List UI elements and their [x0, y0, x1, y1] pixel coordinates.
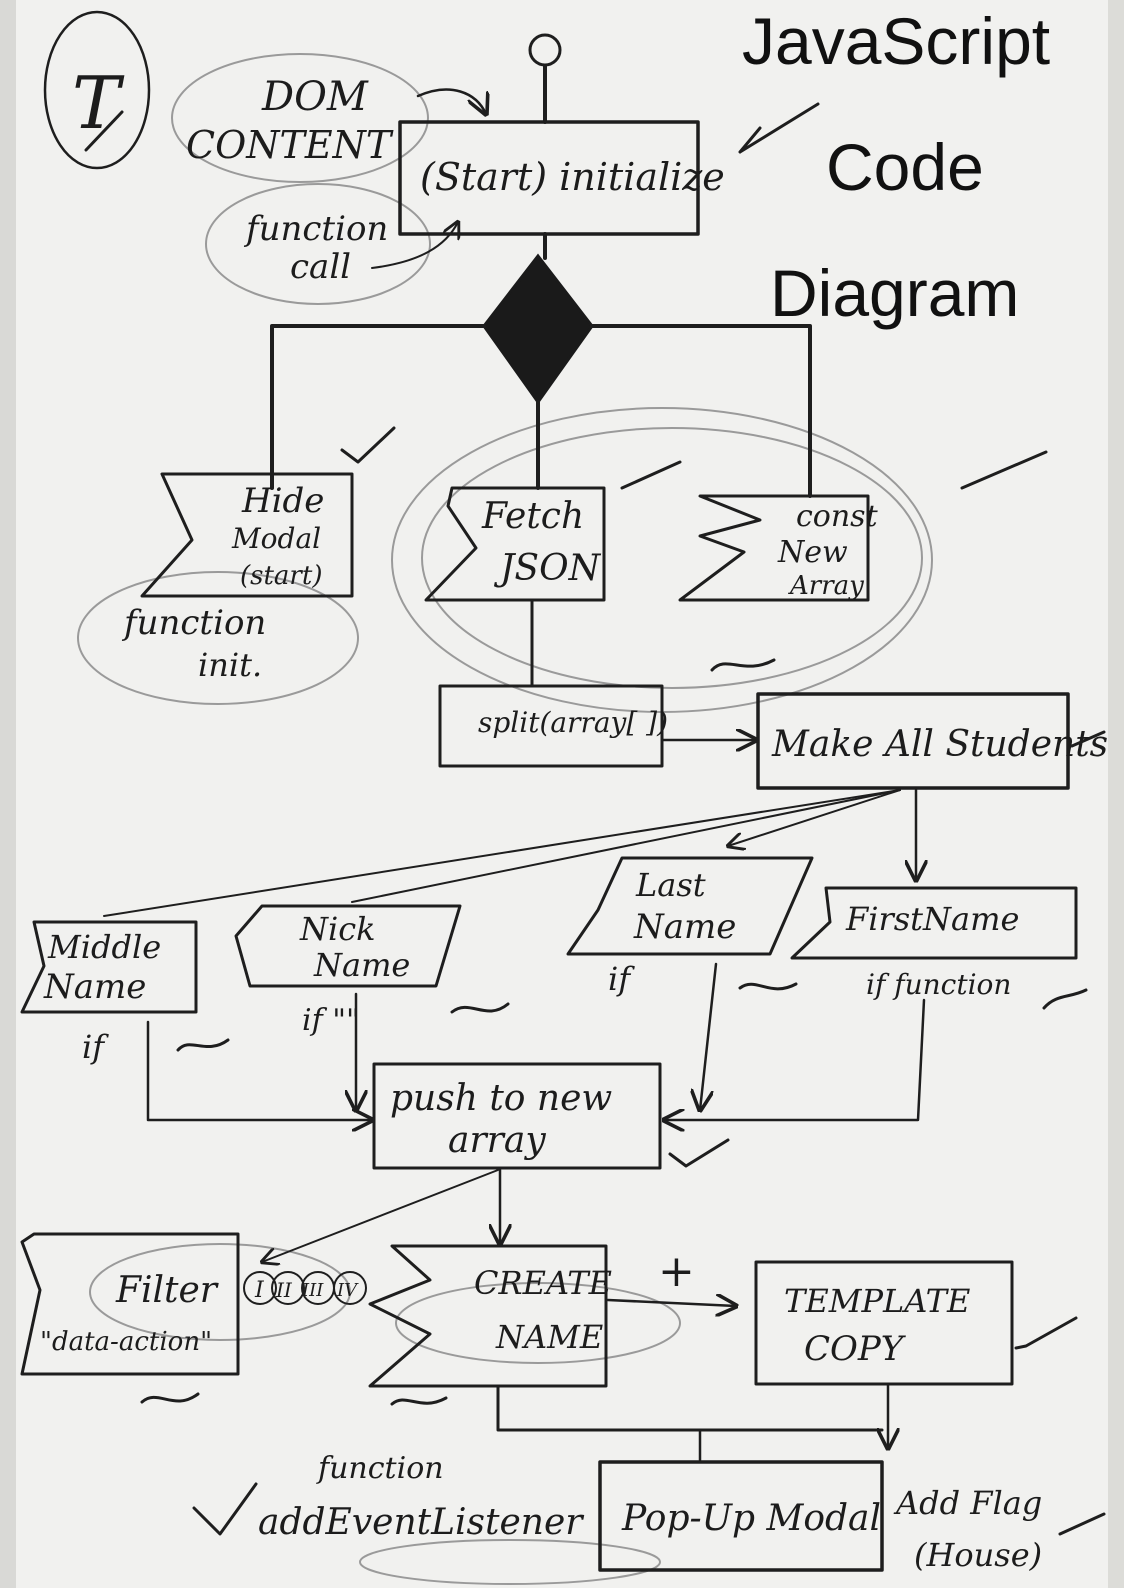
popup-modal-node: Pop-Up Modal	[598, 1460, 884, 1572]
add-flag-line-1: Add Flag	[893, 1484, 1042, 1522]
fan-out-lines	[103, 788, 916, 917]
middle-name-line-1: Middle	[47, 928, 161, 966]
check-mark-hide-modal	[340, 426, 396, 464]
last-name-if: if	[608, 960, 635, 998]
middle-name-if: if	[82, 1028, 109, 1066]
hide-modal-node: Hide Modal (start)	[140, 472, 354, 598]
filter-numeral-4: IV	[336, 1280, 359, 1301]
check-mark-add-flag	[1058, 1512, 1106, 1536]
filter-numeral-1: I	[254, 1278, 265, 1303]
filter-line-2: "data-action"	[40, 1327, 212, 1357]
hide-modal-line-2: Modal	[231, 522, 321, 555]
filter-node: Filter "data-action"	[20, 1232, 240, 1376]
nick-name-line-1: Nick	[299, 910, 376, 948]
nick-name-line-2: Name	[313, 946, 410, 984]
first-name-node: FirstName if function	[790, 886, 1078, 1001]
branch-lines	[270, 324, 812, 498]
start-initialize-box: (Start) initialize	[398, 120, 725, 236]
function-init-note: function init.	[121, 603, 266, 684]
add-event-listener-line-1: function	[316, 1451, 444, 1486]
create-name-node: CREATE NAME +	[368, 1244, 736, 1388]
dom-content-line-1: DOM	[261, 74, 369, 120]
nick-name-if: if ""	[302, 1003, 360, 1038]
paper-shadow-right	[1108, 0, 1124, 1588]
fetch-json-line-1: Fetch	[481, 496, 584, 537]
filter-line-1: Filter	[115, 1270, 219, 1311]
function-init-line-1: function	[121, 603, 266, 643]
add-event-listener-note: function addEventListener	[258, 1451, 584, 1543]
modal-inbound-lines	[496, 1382, 888, 1462]
add-flag-line-2: (House)	[914, 1536, 1042, 1574]
last-name-node: Last Name if	[566, 856, 814, 998]
tilde-marks	[140, 658, 1088, 1406]
check-mark-push	[668, 1138, 730, 1168]
make-all-students-label: Make All Students	[771, 724, 1108, 765]
merge-lines	[146, 962, 926, 1120]
hide-modal-line-3: (start)	[240, 561, 322, 591]
check-mark-make-all	[1070, 730, 1106, 748]
fetch-json-line-2: JSON	[493, 548, 602, 589]
check-mark-title	[738, 102, 820, 154]
start-terminal	[528, 33, 562, 124]
function-call-line-2: call	[290, 247, 351, 287]
decision-diamond	[482, 232, 594, 405]
create-name-line-2: NAME	[495, 1318, 603, 1356]
template-copy-node: TEMPLATE COPY	[754, 1260, 1014, 1386]
plus-sign: +	[658, 1246, 695, 1297]
add-flag-note: Add Flag (House)	[893, 1484, 1042, 1574]
fetch-json-node: Fetch JSON	[424, 486, 606, 602]
first-name-line-2: if function	[866, 968, 1011, 1001]
corner-mark: T	[43, 10, 151, 170]
first-name-line-1: FirstName	[845, 900, 1019, 938]
corner-mark-letter: T	[72, 61, 125, 145]
const-new-array-node: const New Array	[678, 494, 879, 602]
last-name-line-2: Name	[633, 907, 736, 947]
check-mark-fetch-json	[620, 460, 682, 490]
nick-name-node: Nick Name if ""	[234, 904, 462, 1038]
diagram-title: JavaScript Code Diagram	[742, 4, 1050, 330]
middle-name-node: Middle Name if	[20, 920, 198, 1066]
template-copy-line-2: COPY	[804, 1329, 907, 1369]
check-mark-listener	[192, 1482, 258, 1536]
dom-content-note: DOM CONTENT	[186, 74, 486, 167]
last-name-line-1: Last	[635, 866, 706, 904]
title-line-3: Diagram	[770, 256, 1019, 330]
create-name-line-1: CREATE	[474, 1264, 612, 1302]
split-label: split(array[ ])	[478, 706, 668, 739]
split-node: split(array[ ])	[438, 598, 756, 768]
title-line-2: Code	[826, 130, 984, 204]
const-new-array-line-1: const	[796, 499, 879, 534]
template-copy-line-1: TEMPLATE	[784, 1282, 970, 1320]
hide-modal-line-1: Hide	[241, 481, 324, 521]
check-marks	[192, 102, 1106, 1536]
dom-content-line-2: CONTENT	[186, 123, 394, 167]
const-new-array-line-2: New	[777, 535, 848, 570]
function-call-line-1: function	[243, 209, 388, 249]
push-line-2: array	[448, 1120, 546, 1161]
filter-numeral-2: II	[275, 1278, 293, 1302]
function-call-note: function call	[243, 209, 458, 287]
make-all-students-node: Make All Students	[756, 692, 1108, 790]
paper-shadow-left	[0, 0, 16, 1588]
check-mark-const-array	[960, 450, 1048, 490]
check-mark-template	[1014, 1316, 1078, 1350]
filter-numeral-3: III	[301, 1280, 324, 1301]
start-initialize-label: (Start) initialize	[420, 155, 725, 199]
add-event-listener-line-2: addEventListener	[258, 1502, 584, 1543]
function-init-line-2: init.	[198, 646, 262, 684]
popup-modal-label: Pop-Up Modal	[621, 1498, 881, 1539]
filter-numerals: I II III IV	[243, 1271, 367, 1305]
const-new-array-line-3: Array	[788, 571, 864, 601]
middle-name-line-2: Name	[43, 967, 146, 1007]
push-line-1: push to new	[390, 1078, 612, 1119]
push-to-array-node: push to new array	[262, 1062, 662, 1262]
title-line-1: JavaScript	[742, 4, 1050, 78]
